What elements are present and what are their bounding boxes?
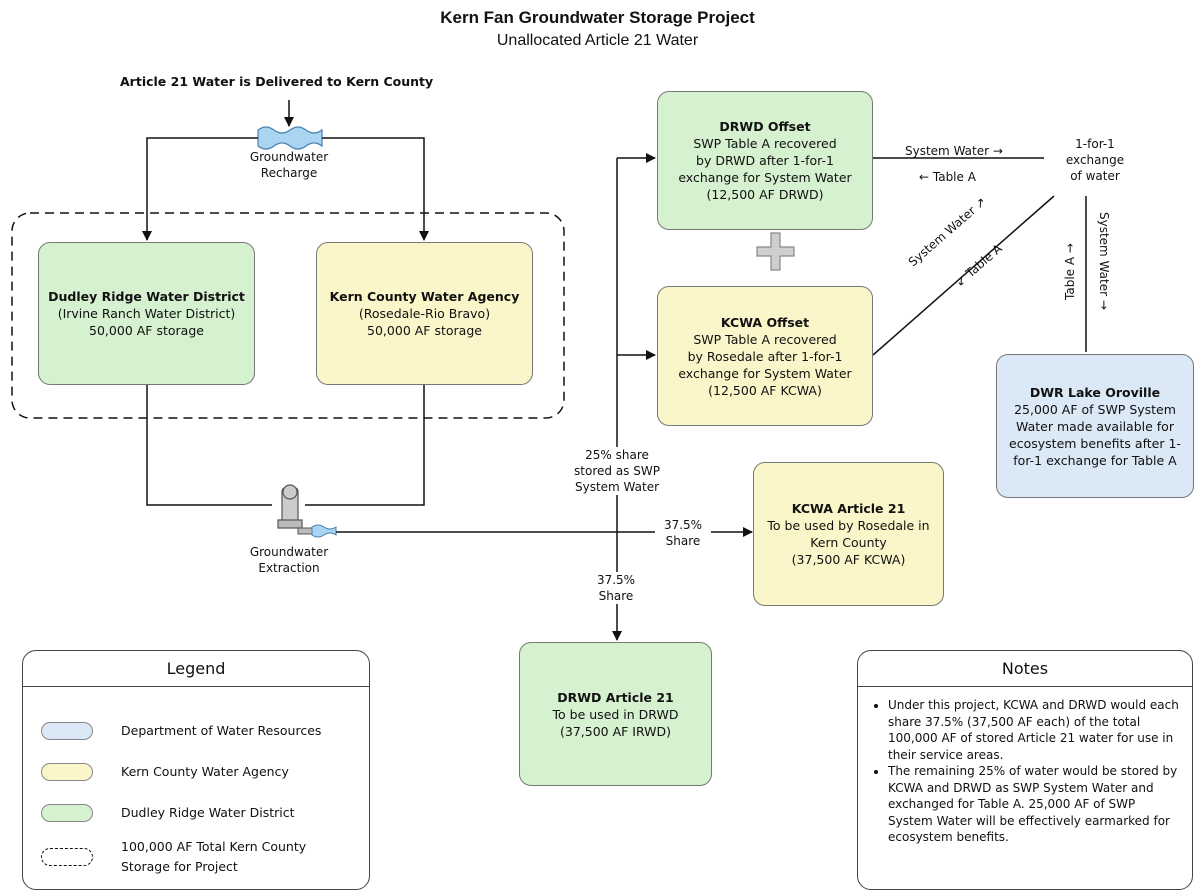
drwd-article21-box: DRWD Article 21 To be used in DRWD (37,5… <box>519 642 712 786</box>
kcwa-article21-box: KCWA Article 21 To be used by Rosedale i… <box>753 462 944 606</box>
legend-panel: Legend Department of Water Resources Ker… <box>22 650 370 890</box>
legend-swatch-blue <box>41 722 93 740</box>
page-title: Kern Fan Groundwater Storage Project <box>440 8 755 27</box>
notes-title: Notes <box>858 651 1192 687</box>
legend-label: Dudley Ridge Water District <box>121 805 295 820</box>
legend-swatch-dashed <box>41 848 93 866</box>
table-a-vert-label: Table A → <box>1063 243 1077 300</box>
note-item: Under this project, KCWA and DRWD would … <box>888 697 1180 763</box>
recharge-to-dudley-line <box>142 137 258 241</box>
legend-label: 100,000 AF Total Kern County Storage for… <box>121 839 307 874</box>
notes-panel: Notes Under this project, KCWA and DRWD … <box>857 650 1193 890</box>
recharge-to-kcwa-line <box>322 137 429 241</box>
legend-swatch-green <box>41 804 93 822</box>
extraction-pump-icon <box>277 484 337 538</box>
system-water-top-label: System Water → <box>905 144 1003 158</box>
source-label: Article 21 Water is Delivered to Kern Co… <box>120 74 434 89</box>
note-item: The remaining 25% of water would be stor… <box>888 763 1180 846</box>
dudley-to-extraction-line <box>146 385 272 506</box>
system-water-vert-label: System Water → <box>1097 212 1111 310</box>
drwd-offset-box: DRWD Offset SWP Table A recovered by DRW… <box>657 91 873 230</box>
dudley-ridge-box: Dudley Ridge Water District (Irvine Ranc… <box>38 242 255 385</box>
legend-label: Department of Water Resources <box>121 723 322 738</box>
legend-swatch-yellow <box>41 763 93 781</box>
notes-list: Under this project, KCWA and DRWD would … <box>858 687 1192 846</box>
legend-item-storage: 100,000 AF Total Kern County Storage for… <box>41 837 306 877</box>
kcwa-offset-box: KCWA Offset SWP Table A recovered by Ros… <box>657 286 873 426</box>
recharge-wave-icon <box>257 126 323 150</box>
kcwa-box: Kern County Water Agency (Rosedale-Rio B… <box>316 242 533 385</box>
kcwa-offset-exchange-line <box>872 195 1055 356</box>
kcwa-to-extraction-line <box>305 385 425 506</box>
share-375-down-label: 37.5% Share <box>588 572 644 604</box>
legend-item-drwd: Dudley Ridge Water District <box>41 804 295 822</box>
lake-oroville-box: DWR Lake Oroville 25,000 AF of SWP Syste… <box>996 354 1194 498</box>
storage-boundary <box>11 212 565 419</box>
legend-label: Kern County Water Agency <box>121 764 289 779</box>
legend-item-dwr: Department of Water Resources <box>41 722 321 740</box>
legend-item-kcwa: Kern County Water Agency <box>41 763 289 781</box>
share-375-right-label: 37.5% Share <box>655 517 711 549</box>
page-subtitle: Unallocated Article 21 Water <box>496 32 699 49</box>
exchange-label: 1-for-1 exchange of water <box>1065 137 1125 183</box>
share-25-label: 25% share stored as SWP System Water <box>566 447 668 495</box>
table-a-top-label: ← Table A <box>919 170 976 184</box>
plus-icon <box>756 232 795 271</box>
legend-title: Legend <box>23 651 369 687</box>
